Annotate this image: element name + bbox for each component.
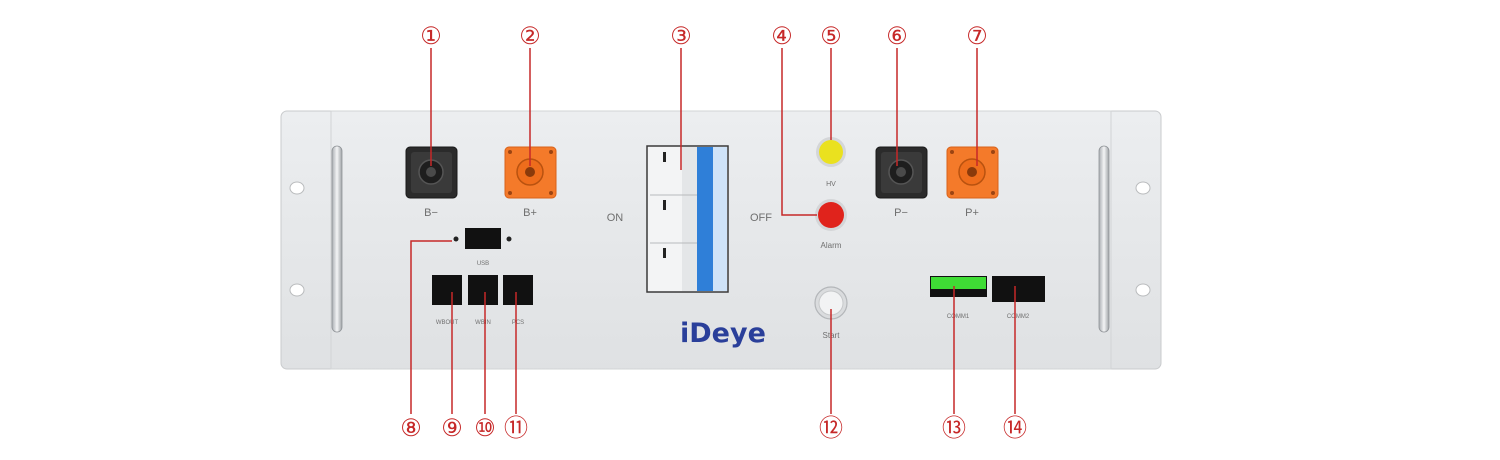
wbout-port[interactable] [432, 275, 462, 305]
mounting-hole [289, 181, 305, 195]
alarm-indicator-light [815, 199, 847, 231]
comm2-port[interactable] [992, 276, 1045, 302]
pcs-port[interactable] [503, 275, 533, 305]
callout-leaders [410, 48, 1016, 414]
comm1-label: COMM1 [947, 314, 970, 320]
callout-5: ⑤ [820, 22, 842, 50]
callout-12: ⑫ [819, 414, 843, 442]
b-minus-label: B− [424, 207, 438, 219]
alarm-label: Alarm [821, 241, 842, 250]
left-handle [331, 145, 343, 333]
leader-8 [410, 240, 452, 414]
wbin-port[interactable] [468, 275, 498, 305]
start-button[interactable] [814, 286, 848, 320]
usb-label: USB [477, 261, 489, 267]
p-plus-connector [946, 146, 999, 199]
circuit-breaker[interactable] [646, 145, 729, 293]
right-handle [1098, 145, 1110, 333]
callout-8: ⑧ [400, 414, 422, 442]
hv-label: HV [826, 181, 836, 188]
callout-4: ④ [771, 22, 793, 50]
brand-logo-rest: Deye [689, 318, 766, 349]
callout-13: ⑬ [942, 414, 966, 442]
callout-11: ⑪ [504, 414, 528, 442]
b-plus-label: B+ [523, 207, 537, 219]
p-minus-connector [875, 146, 928, 199]
comm1-port[interactable] [930, 276, 987, 297]
callout-2: ② [519, 22, 541, 50]
leader-4 [781, 48, 817, 216]
hv-indicator-light [816, 137, 846, 167]
off-label: OFF [750, 212, 772, 224]
pcs-label: PCS [512, 320, 524, 326]
brand-logo: iDeye [680, 318, 766, 349]
wbin-label: WBIN [475, 320, 491, 326]
b-minus-connector [405, 146, 458, 199]
callout-10: ⑩ [474, 414, 496, 442]
callout-numbers: ① ② ③ ④ ⑤ ⑥ ⑦ ⑧ ⑨ ⑩ ⑪ ⑫ ⑬ ⑭ [400, 22, 1027, 442]
callout-9: ⑨ [441, 414, 463, 442]
on-label: ON [607, 212, 624, 224]
b-plus-connector [504, 146, 557, 199]
p-plus-label: P+ [965, 207, 979, 219]
mounting-hole [1135, 181, 1151, 195]
mounting-hole [289, 283, 305, 297]
callout-7: ⑦ [966, 22, 988, 50]
callout-3: ③ [670, 22, 692, 50]
callout-14: ⑭ [1003, 414, 1027, 442]
usb-port[interactable] [453, 228, 512, 249]
brand-logo-i: i [680, 318, 689, 349]
callout-6: ⑥ [886, 22, 908, 50]
wbout-label: WBOUT [436, 320, 459, 326]
comm2-label: COMM2 [1007, 314, 1030, 320]
mounting-hole [1135, 283, 1151, 297]
callout-1: ① [420, 22, 442, 50]
p-minus-label: P− [894, 207, 908, 219]
